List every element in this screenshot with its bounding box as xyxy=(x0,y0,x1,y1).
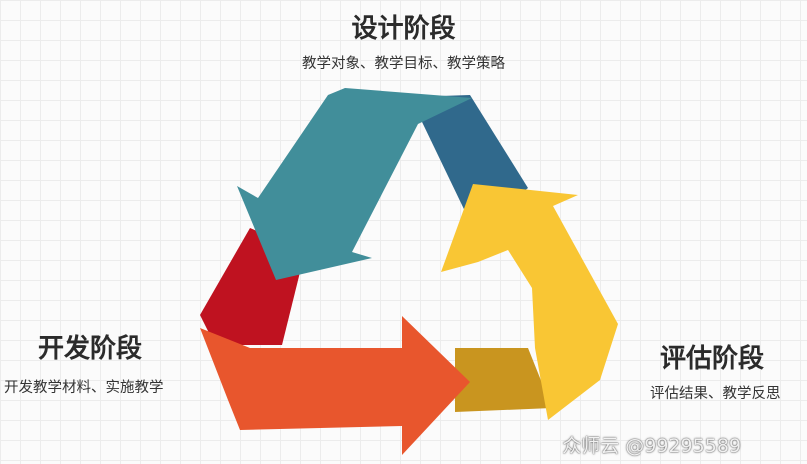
development-stage-title: 开发阶段 xyxy=(38,334,143,364)
design-stage-description: 教学对象、教学目标、教学策略 xyxy=(302,56,505,72)
evaluation-stage-description: 评估结果、教学反思 xyxy=(650,386,781,402)
evaluation-arrow xyxy=(441,184,618,420)
watermark: 众师云 @99295589 xyxy=(562,435,741,457)
design-arrow xyxy=(237,88,472,280)
evaluation-stage-title: 评估阶段 xyxy=(660,344,765,374)
evaluation-band-dark xyxy=(455,348,552,412)
design-stage-title: 设计阶段 xyxy=(351,14,456,44)
development-arrow xyxy=(200,316,470,455)
development-stage-description: 开发教学材料、实施教学 xyxy=(4,380,164,396)
